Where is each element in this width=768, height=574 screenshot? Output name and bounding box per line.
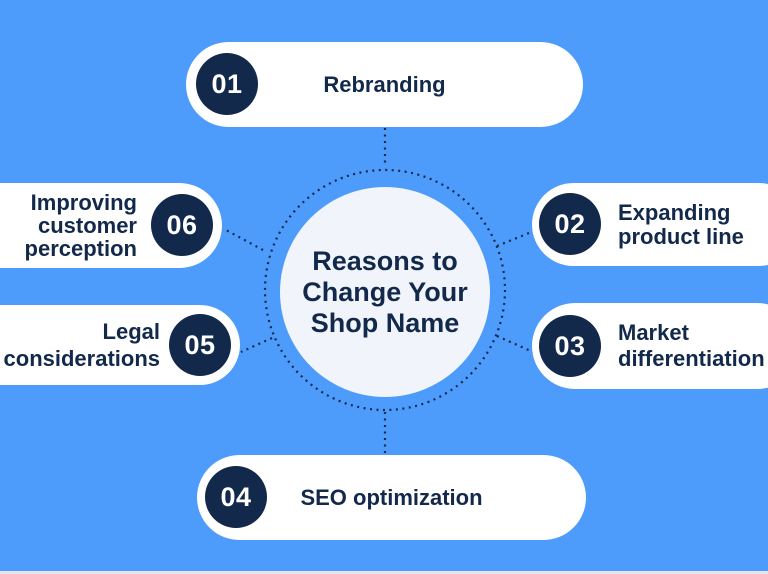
reason-label-expanding-product-line: Expanding product line bbox=[618, 199, 744, 249]
number-badge-05: 05 bbox=[169, 314, 231, 376]
reason-label-rebranding: Rebranding bbox=[323, 71, 446, 97]
reason-pill-market-differentiation: 03 Market differentiation bbox=[532, 303, 768, 389]
connector-lower-right bbox=[496, 334, 534, 354]
connector-upper-right bbox=[496, 229, 535, 248]
dotted-ring bbox=[263, 168, 507, 412]
number-badge-02: 02 bbox=[539, 193, 601, 255]
infographic-title: Reasons to Change Your Shop Name bbox=[302, 245, 468, 338]
reason-pill-expanding-product-line: 02 Expanding product line bbox=[532, 183, 768, 266]
bottom-edge-strip bbox=[0, 571, 768, 574]
reason-pill-legal-considerations: 05 Legal considerations bbox=[0, 305, 240, 385]
number-badge-03: 03 bbox=[539, 315, 601, 377]
number-badge-04: 04 bbox=[205, 466, 267, 528]
reason-label-seo-optimization: SEO optimization bbox=[300, 484, 483, 510]
number-badge-06: 06 bbox=[151, 194, 213, 256]
reason-label-legal-considerations: Legal considerations bbox=[3, 319, 160, 371]
center-circle: Reasons to Change Your Shop Name bbox=[280, 187, 490, 397]
number-badge-01: 01 bbox=[196, 53, 258, 115]
reason-label-market-differentiation: Market differentiation bbox=[618, 320, 765, 371]
reason-label-improving-customer-perception: Improving customer perception bbox=[24, 190, 137, 261]
connector-lower-left bbox=[240, 336, 273, 354]
connector-upper-left bbox=[225, 229, 264, 251]
reason-pill-seo-optimization: 04 SEO optimization bbox=[197, 455, 586, 540]
reason-pill-rebranding: 01 Rebranding bbox=[186, 42, 583, 127]
reason-pill-improving-customer-perception: 06 Improving customer perception bbox=[0, 183, 222, 268]
